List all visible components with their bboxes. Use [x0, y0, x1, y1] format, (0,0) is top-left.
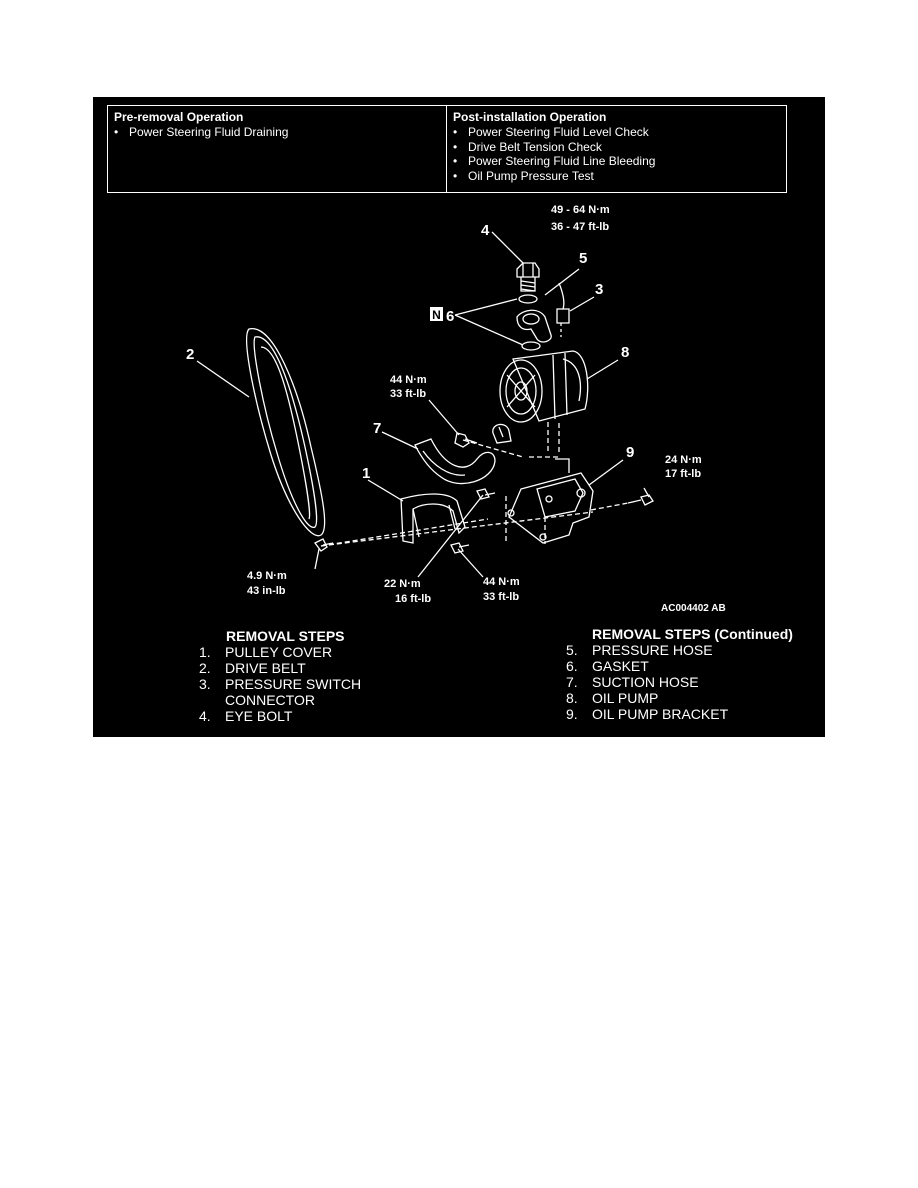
illustration-panel: Pre-removal Operation •Power Steering Fl…	[93, 97, 825, 737]
list-item: 4.EYE BOLT	[199, 708, 293, 724]
list-item: •Oil Pump Pressure Test	[453, 168, 594, 183]
new-part-badge-letter: N	[432, 308, 441, 322]
torque-bracket-bolt-lower-metric: 44 N·m	[483, 576, 520, 588]
callout-9: 9	[626, 444, 634, 461]
bracket-bolt-lower-drawing	[450, 542, 470, 554]
torque-cover-bolt-metric: 4.9 N·m	[247, 570, 287, 582]
list-item: •Power Steering Fluid Draining	[114, 125, 289, 139]
torque-bracket-bolt-right-metric: 24 N·m	[665, 454, 702, 466]
torque-bracket-bolt-center-metric: 22 N·m	[384, 578, 421, 590]
operations-table: Pre-removal Operation •Power Steering Fl…	[107, 105, 787, 193]
exploded-view-diagram: N 1 2 3 4 5 6 7 8 9 49 - 64 N·m 36 - 47 …	[186, 204, 726, 614]
list-item: 5.PRESSURE HOSE	[566, 642, 713, 658]
pre-removal-column: Pre-removal Operation •Power Steering Fl…	[108, 106, 447, 192]
leader-lines	[196, 231, 650, 578]
torque-eye-bolt-metric: 49 - 64 N·m	[551, 204, 610, 216]
removal-steps-right: REMOVAL STEPS (Continued) 5.PRESSURE HOS…	[566, 626, 796, 722]
torque-hose-bolt-metric: 44 N·m	[390, 374, 427, 386]
new-part-badge	[430, 307, 443, 321]
pre-removal-list: •Power Steering Fluid Draining	[108, 125, 446, 140]
upper-gasket-drawing	[518, 294, 538, 304]
pressure-hose-drawing	[516, 309, 552, 343]
list-item: 1.PULLEY COVER	[199, 644, 333, 660]
torque-cover-bolt-imperial: 43 in-lb	[247, 585, 286, 597]
drive-belt-drawing	[246, 328, 326, 537]
callout-4: 4	[481, 222, 490, 239]
callout-3: 3	[595, 281, 603, 298]
pressure-switch-connector-drawing	[556, 282, 570, 337]
torque-bracket-bolt-lower-imperial: 33 ft-lb	[483, 591, 519, 603]
callout-2: 2	[186, 346, 194, 363]
suction-hose-drawing	[414, 438, 496, 485]
callout-6: 6	[446, 308, 454, 325]
list-item: 2.DRIVE BELT	[199, 660, 306, 676]
torque-hose-bolt-imperial: 33 ft-lb	[390, 388, 426, 400]
hose-clamp-drawing	[492, 423, 512, 444]
post-installation-column: Post-installation Operation •Power Steer…	[447, 106, 786, 192]
torque-eye-bolt-imperial: 36 - 47 ft-lb	[551, 221, 609, 233]
cover-bolt-drawing	[314, 538, 334, 552]
removal-steps-continued-heading: REMOVAL STEPS (Continued)	[592, 626, 793, 642]
list-item: •Power Steering Fluid Line Bleeding	[453, 154, 656, 169]
list-item: •Drive Belt Tension Check	[453, 139, 602, 154]
callout-7: 7	[373, 420, 381, 437]
callout-1: 1	[362, 465, 370, 482]
list-item: 8.OIL PUMP	[566, 690, 659, 706]
removal-steps-heading: REMOVAL STEPS	[226, 628, 345, 644]
hose-bolt-drawing	[454, 432, 478, 448]
callout-8: 8	[621, 344, 629, 361]
bracket-bolt-right-drawing	[627, 494, 654, 506]
figure-code: AC004402 AB	[661, 603, 726, 614]
torque-bracket-bolt-right-imperial: 17 ft-lb	[665, 468, 701, 480]
list-item: 6.GASKET	[566, 658, 649, 674]
post-installation-heading: Post-installation Operation	[453, 110, 607, 124]
eye-bolt-drawing	[516, 262, 540, 292]
torque-bracket-bolt-center-imperial: 16 ft-lb	[395, 593, 431, 605]
pre-removal-heading: Pre-removal Operation	[114, 110, 244, 124]
guide-lines	[320, 422, 629, 547]
post-installation-list: •Power Steering Fluid Level Check •Drive…	[447, 125, 786, 183]
pulley-cover-drawing	[400, 493, 466, 544]
list-item: 7.SUCTION HOSE	[566, 674, 699, 690]
list-item: 9.OIL PUMP BRACKET	[566, 706, 729, 722]
list-item: •Power Steering Fluid Level Check	[453, 125, 649, 139]
list-item: 3.PRESSURE SWITCH CONNECTOR	[199, 676, 362, 708]
removal-steps-left: REMOVAL STEPS 1.PULLEY COVER 2.DRIVE BEL…	[199, 628, 419, 724]
bracket-bolt-center-drawing	[476, 488, 496, 500]
oil-pump-drawing	[499, 350, 589, 423]
callout-5: 5	[579, 250, 587, 267]
lower-gasket-drawing	[521, 341, 541, 351]
oil-pump-bracket-drawing	[507, 458, 594, 544]
